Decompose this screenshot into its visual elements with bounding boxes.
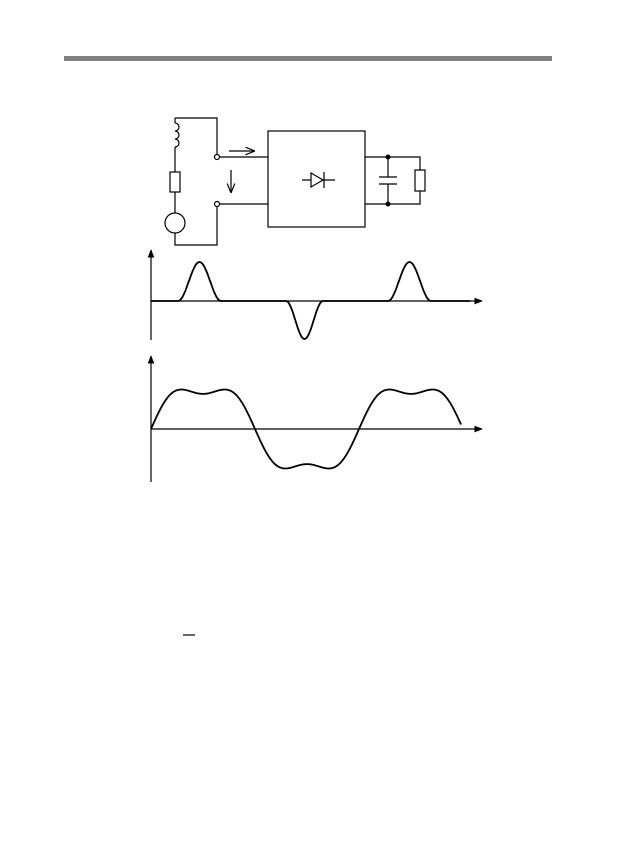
inductor-icon (174, 118, 180, 172)
wire-top-left (175, 117, 218, 157)
wire-bottom-left (174, 204, 218, 246)
ac-source-icon (164, 212, 186, 234)
current-waveform-line (151, 261, 470, 340)
rectifier-block (267, 130, 366, 228)
circuit-diagram (164, 117, 426, 246)
voltage-waveform-plot (147, 355, 483, 482)
wire-out-bottom (365, 191, 421, 205)
current-waveform-plot (147, 249, 483, 340)
capacitor-icon (379, 157, 397, 204)
diode-icon (302, 171, 335, 189)
voltage-waveform-line (150, 388, 462, 470)
wire-out-top (365, 156, 421, 170)
terminal-bottom (213, 200, 221, 208)
terminal-top (213, 153, 221, 161)
load-resistor-icon (414, 169, 426, 192)
header-rule (64, 56, 552, 61)
resistor-icon (169, 171, 181, 193)
